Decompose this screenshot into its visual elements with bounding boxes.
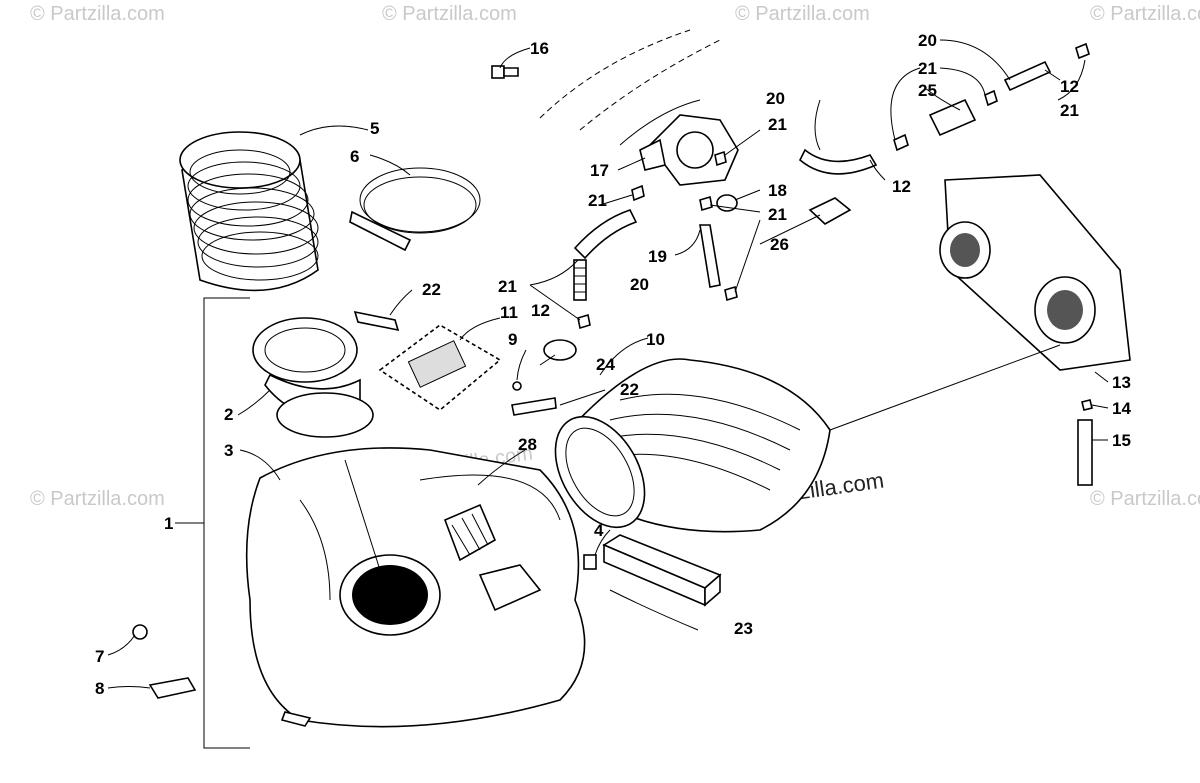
leader-lines (107, 39, 1109, 689)
watermark-mid-left: © Partzilla.com (30, 488, 165, 510)
carburetor-assembly (939, 174, 1131, 371)
fuel-pickup-filter (443, 503, 497, 562)
small-clamp (1081, 399, 1093, 411)
foam-strip-lower (511, 397, 557, 416)
callout-8: 8 (95, 679, 104, 698)
mounting-bolt (491, 65, 519, 79)
callout-20-low: 20 (630, 275, 649, 294)
callout-22-lower: 22 (620, 380, 639, 399)
clamp-21-c (699, 195, 713, 212)
callout-25: 25 (918, 81, 937, 100)
callout-13: 13 (1112, 373, 1131, 392)
hood-outline (539, 29, 721, 146)
clamp-21-h (577, 313, 591, 330)
callout-6: 6 (350, 147, 359, 166)
callout-26: 26 (770, 235, 789, 254)
callout-5: 5 (370, 119, 379, 138)
callout-1: 1 (164, 514, 173, 533)
clamp-21-d (724, 285, 738, 302)
fuel-hose-pump-outlet (799, 148, 878, 175)
foam-block (602, 534, 722, 607)
callout-18: 18 (768, 181, 787, 200)
callout-23: 23 (734, 619, 753, 638)
push-rivet (132, 624, 148, 640)
callout-17: 17 (590, 161, 609, 180)
callout-15: 15 (1112, 431, 1131, 450)
clamp-21-e (893, 133, 909, 152)
callout-3: 3 (224, 441, 233, 460)
watermark-top-right: © Partzilla.com (735, 3, 870, 25)
callout-20-mid: 20 (766, 89, 785, 108)
drain-hose (1077, 419, 1093, 486)
callout-28: 28 (518, 435, 537, 454)
clamp-21-f (984, 89, 998, 107)
callout-21-top: 21 (918, 59, 937, 78)
clamp-21-g (1075, 42, 1090, 60)
intake-adapter (252, 317, 374, 438)
callout-7: 7 (95, 647, 104, 666)
callout-20-top: 20 (918, 31, 937, 50)
bellows-boot (179, 131, 319, 292)
callout-24: 24 (596, 355, 615, 374)
callout-14: 14 (1112, 399, 1131, 418)
air-silencer (554, 358, 831, 533)
watermark-top-far-right: © Partzilla.com (1090, 3, 1200, 25)
callout-21-right: 21 (1060, 101, 1079, 120)
clamp-21-b (714, 150, 727, 167)
inline-fuel-filter (928, 98, 977, 137)
callout-9: 9 (508, 330, 517, 349)
callout-4: 4 (594, 521, 604, 540)
watermark-mid-right: © Partzilla.com (1090, 488, 1200, 510)
callout-21-left: 21 (588, 191, 607, 210)
fuel-tank (245, 447, 586, 728)
spring-coil (573, 259, 587, 301)
callout-21-spring: 21 (498, 277, 517, 296)
fuel-hose-spring (1003, 60, 1052, 92)
fuel-tank-bracket (478, 564, 542, 612)
callout-12-hose: 12 (531, 301, 550, 320)
callout-21-vent: 21 (768, 205, 787, 224)
fuel-pump (639, 114, 739, 186)
watermark-top-left: © Partzilla.com (30, 3, 165, 25)
warning-decal (378, 324, 502, 411)
callout-2: 2 (224, 405, 233, 424)
callout-19: 19 (648, 247, 667, 266)
hose-clamp-large (349, 167, 481, 252)
mounting-clip (808, 197, 852, 225)
callout-21-pump: 21 (768, 115, 787, 134)
callout-12-outlet: 12 (892, 177, 911, 196)
hose-clip (543, 339, 577, 361)
assembly-bracket (203, 297, 250, 749)
clamp-21-a (631, 184, 645, 202)
callout-16: 16 (530, 39, 549, 58)
callout-labels: 1 2 3 4 5 6 7 8 9 10 11 12 12 12 13 14 1… (95, 31, 1131, 698)
watermark-top-center: © Partzilla.com (382, 3, 517, 25)
fuel-hose-short (573, 209, 638, 260)
callout-22-upper: 22 (422, 280, 441, 299)
callout-12-spring: 12 (1060, 77, 1079, 96)
vent-hose (699, 224, 721, 288)
foam-strip-upper (353, 310, 400, 332)
callout-10: 10 (646, 330, 665, 349)
grommet (583, 554, 597, 570)
retainer-clip (148, 677, 197, 699)
callout-11: 11 (500, 303, 518, 322)
rivet (512, 381, 522, 391)
